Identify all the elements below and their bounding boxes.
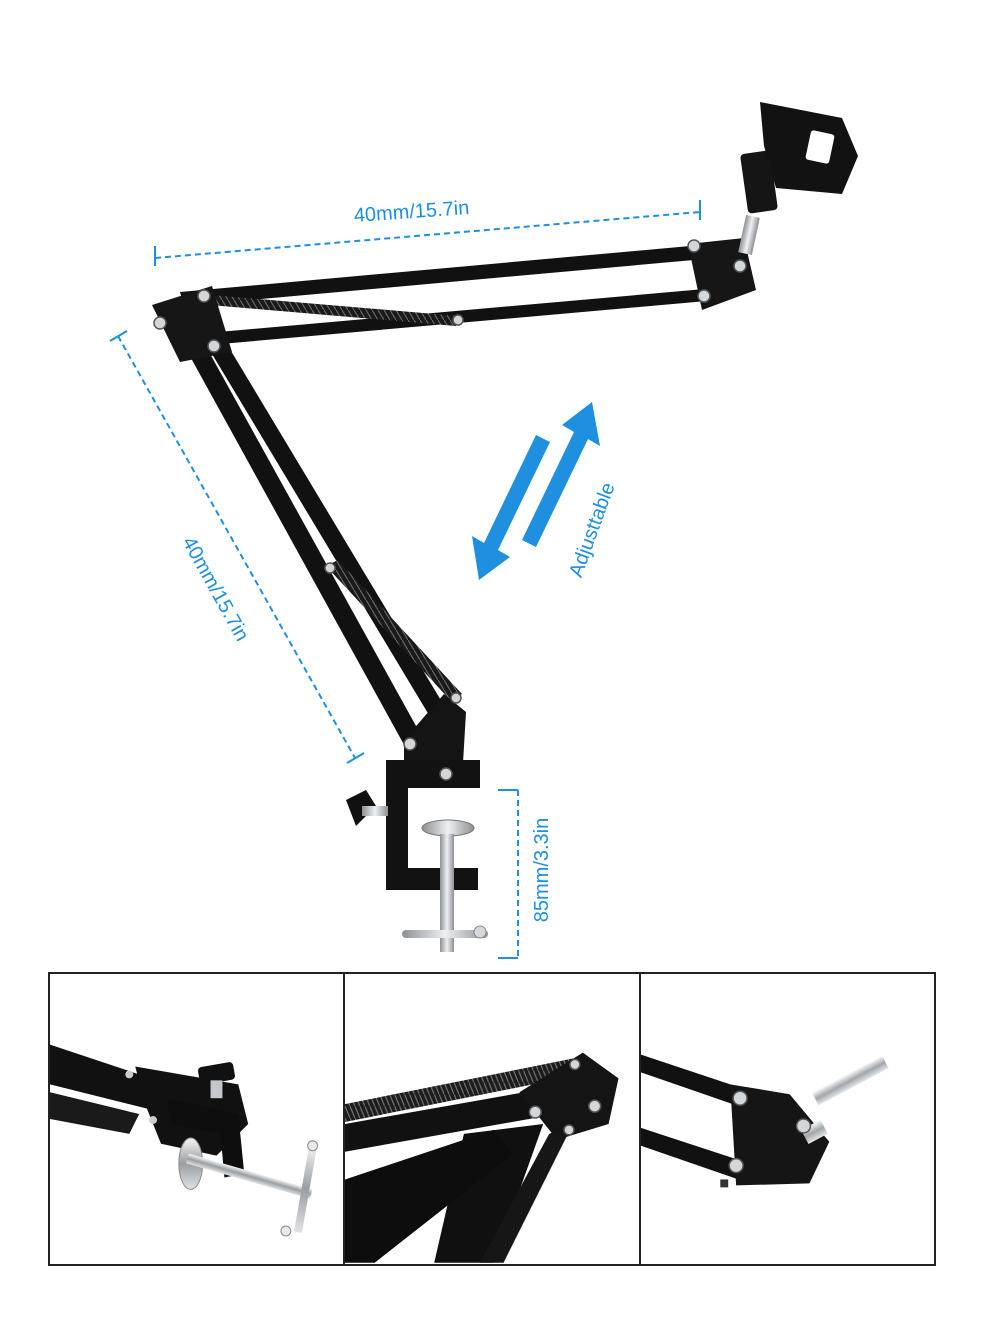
adjustable-arrows-icon (472, 402, 600, 580)
end-joint-detail-panel (640, 974, 934, 1264)
boom-arm-figure: 40mm/15.7in 40mm/15.7in 85mm/3.3in Adjus… (109, 102, 858, 959)
clamp-height-label: 85mm/3.3in (531, 818, 553, 923)
top-length-label: 40mm/15.7in (353, 197, 470, 227)
spring-joint-detail-image (345, 1052, 619, 1263)
clamp-height-dimension: 85mm/3.3in (498, 789, 553, 959)
detail-photo-row (48, 972, 936, 1266)
lower-length-dimension: 40mm/15.7in (109, 330, 365, 764)
clamp-detail-image (50, 1044, 319, 1237)
end-joint-detail-image (640, 1054, 889, 1188)
adjustable-label: Adjusttable (565, 480, 620, 581)
clamp-detail-panel (50, 974, 346, 1264)
lower-length-label: 40mm/15.7in (178, 533, 253, 645)
boom-arm (152, 102, 858, 952)
spring-joint-detail-panel (345, 974, 641, 1264)
